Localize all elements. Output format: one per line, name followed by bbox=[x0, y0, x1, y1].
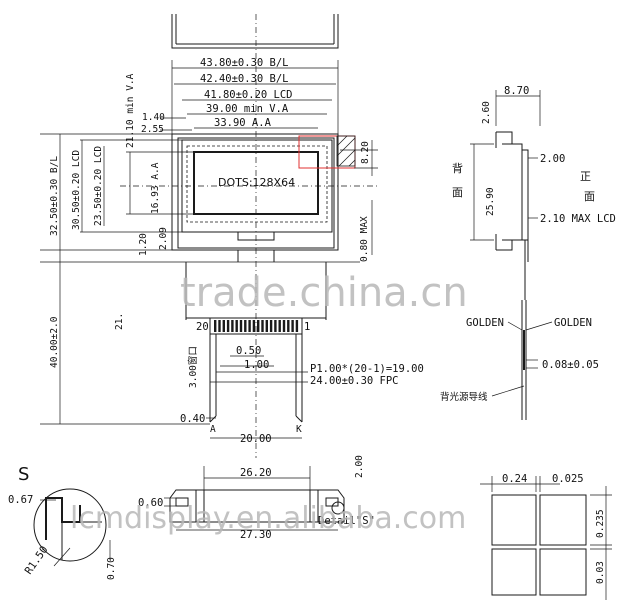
fpc-pin bbox=[295, 320, 299, 332]
pin-1-label: 1 bbox=[304, 321, 310, 333]
display-text: DOTS:128X64 bbox=[218, 176, 295, 189]
fpc-pin bbox=[235, 320, 238, 332]
dim-aa-height: 16.93 A.A bbox=[150, 162, 161, 214]
dim-0-40: 0.40 bbox=[180, 413, 205, 425]
detail-s-title: S bbox=[18, 464, 29, 485]
fpc-pin bbox=[261, 320, 264, 332]
backlight-wire-label: 背光源导线 bbox=[440, 391, 488, 403]
fpc-pin bbox=[244, 320, 247, 332]
fpc-pin bbox=[231, 320, 234, 332]
dim-va-top: 21.10 min V.A bbox=[125, 73, 136, 148]
label-anode: A bbox=[210, 424, 216, 435]
watermark-trade: trade.china.cn bbox=[180, 270, 468, 316]
dim-20-00: 20.00 bbox=[240, 433, 272, 445]
dim-va-width: 39.00 min V.A bbox=[206, 103, 289, 115]
bottom-view: 26.20 2.00 0.60 27.30 Detail"S" bbox=[138, 455, 375, 541]
dim-lcd-width: 41.80±0.20 LCD bbox=[204, 89, 293, 101]
golden-right: GOLDEN bbox=[554, 317, 592, 329]
dim-0-24: 0.24 bbox=[502, 473, 527, 485]
dim-0-67: 0.67 bbox=[8, 494, 33, 506]
dim-r-1-50: R1.50 bbox=[23, 544, 51, 577]
dim-aa-width: 33.90 A.A bbox=[214, 117, 272, 129]
dim-pitch: P1.00*(20-1)=19.00 bbox=[310, 363, 424, 375]
fpc-pin bbox=[291, 320, 294, 332]
dim-bl-width: 43.80±0.30 B/L bbox=[200, 57, 289, 69]
label-cathode: K bbox=[296, 424, 302, 435]
hatch-area bbox=[336, 135, 356, 167]
fpc-tail: 20 1 0.50 1.00 P1.00*(20-1)=19.00 24.00±… bbox=[180, 262, 424, 445]
front-label-1: 正 bbox=[580, 170, 591, 183]
dim-21: 21. bbox=[114, 313, 125, 330]
back-label-2: 面 bbox=[452, 186, 463, 199]
fpc-pin bbox=[278, 320, 281, 332]
dim-2-09: 2.09 bbox=[158, 227, 169, 250]
dim-lcd-height-2: 23.50±0.20 LCD bbox=[93, 146, 104, 226]
dim-total-height: 40.00±2.0 bbox=[49, 316, 60, 368]
dim-0-50: 0.50 bbox=[236, 345, 261, 357]
dim-bl-height: 32.50±0.30 B/L bbox=[49, 156, 60, 236]
front-view: DOTS:128X64 43.80±0.30 B/L 42.40±0.30 B/… bbox=[40, 14, 380, 458]
dim-0-235: 0.235 bbox=[595, 509, 606, 538]
dim-0-025: 0.025 bbox=[552, 473, 584, 485]
front-label-2: 面 bbox=[584, 190, 595, 203]
fpc-pin bbox=[222, 320, 225, 332]
fpc-pin bbox=[214, 320, 217, 332]
dim-1-40: 1.40 bbox=[142, 112, 165, 123]
dim-3-00: 3.00窗口 bbox=[187, 346, 199, 388]
fpc-pin bbox=[257, 320, 260, 332]
dim-2-00-b: 2.00 bbox=[354, 455, 365, 478]
dim-0-70: 0.70 bbox=[106, 557, 117, 580]
dim-0-03: 0.03 bbox=[595, 561, 606, 584]
golden-left: GOLDEN bbox=[466, 317, 504, 329]
fpc-pins bbox=[214, 320, 299, 332]
dim-2-10-max: 2.10 MAX LCD bbox=[540, 213, 616, 225]
dim-8-70: 8.70 bbox=[504, 85, 529, 97]
dot-detail: 0.24 0.025 0.235 0.03 bbox=[480, 473, 612, 600]
dim-max: 0.80 MAX bbox=[359, 216, 370, 262]
dim-1-20: 1.20 bbox=[138, 233, 149, 256]
side-view: 8.70 2.60 2.00 25.90 2.10 MAX LCD 背 面 正 … bbox=[440, 85, 616, 420]
detail-s-marker bbox=[331, 501, 345, 515]
dim-2-60: 2.60 bbox=[481, 101, 492, 124]
fpc-pin bbox=[287, 320, 290, 332]
dim-bl-inner: 42.40±0.30 B/L bbox=[200, 73, 289, 85]
fpc-pin bbox=[218, 320, 221, 332]
dim-lcd-height: 30.50±0.20 LCD bbox=[71, 150, 82, 230]
fpc-pin bbox=[265, 320, 268, 332]
dim-26-20: 26.20 bbox=[240, 467, 272, 479]
detail-s-label: Detail"S" bbox=[318, 515, 375, 527]
dim-8-20: 8.20 bbox=[360, 141, 371, 164]
fpc-pin bbox=[239, 320, 243, 332]
dim-2-55: 2.55 bbox=[141, 124, 164, 135]
dim-0-08: 0.08±0.05 bbox=[542, 359, 599, 371]
dim-25-90: 25.90 bbox=[485, 187, 496, 216]
watermark-lcm: lcmdisplay.en.alibaba.com bbox=[70, 501, 466, 536]
dim-2-00: 2.00 bbox=[540, 153, 565, 165]
fpc-pin bbox=[274, 320, 277, 332]
fpc-pin bbox=[269, 320, 273, 332]
fpc-pin bbox=[282, 320, 286, 332]
dim-1-00: 1.00 bbox=[244, 359, 269, 371]
fpc-pin bbox=[226, 320, 230, 332]
dim-0-60: 0.60 bbox=[138, 497, 163, 509]
fpc-pin bbox=[252, 320, 256, 332]
dim-fpc-width: 24.00±0.30 FPC bbox=[310, 375, 399, 387]
dim-27-30: 27.30 bbox=[240, 529, 272, 541]
fpc-pin bbox=[248, 320, 251, 332]
back-label-1: 背 bbox=[452, 161, 463, 175]
top-bezel bbox=[171, 14, 339, 49]
pin-20-label: 20 bbox=[196, 321, 209, 333]
